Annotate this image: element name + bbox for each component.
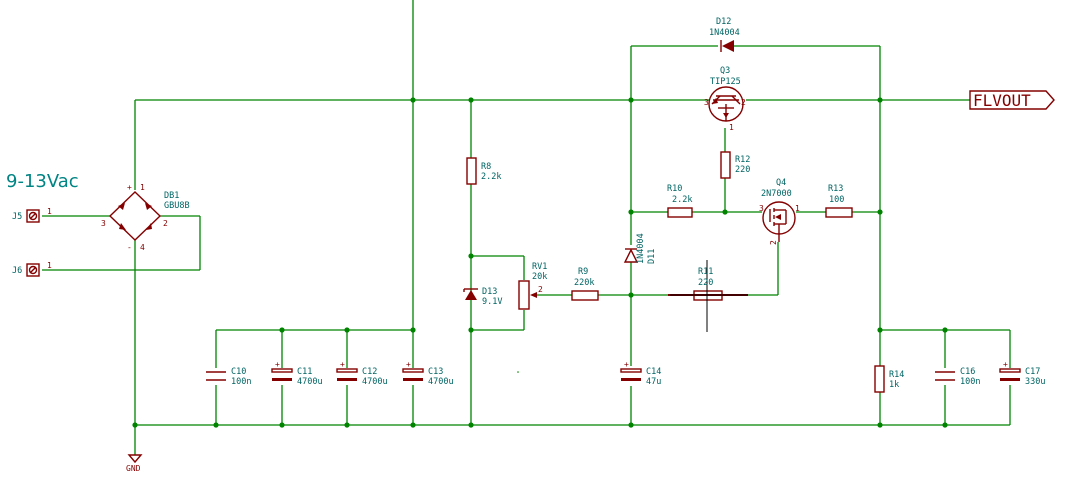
rv1-value: 20k	[532, 272, 547, 282]
db1-pin-3: 3	[101, 219, 106, 228]
r14-ref: R14	[889, 370, 904, 380]
transistor-q3[interactable]: Q3 TIP125 3 2 1	[704, 66, 746, 132]
resistor-r14[interactable]: R14 1k	[874, 365, 904, 393]
capacitor-c14[interactable]: + C14 47u	[620, 360, 661, 387]
c16-ref: C16	[960, 367, 975, 377]
c13-ref: C13	[428, 367, 443, 377]
d12-value: 1N4004	[709, 28, 740, 38]
resistor-r8[interactable]: R8 2.2k	[466, 157, 501, 185]
resistor-r10[interactable]: R10 2.2k	[667, 184, 693, 218]
rv1-pin-wiper: 2	[538, 285, 543, 294]
q4-pin-1: 1	[795, 204, 800, 213]
capacitor-c16[interactable]: C16 100n	[935, 367, 980, 387]
connector-j5[interactable]: J5 1	[12, 207, 52, 223]
rv1-ref: RV1	[532, 262, 547, 272]
mosfet-q4[interactable]: Q4 2N7000 3 1 2	[759, 178, 800, 245]
resistor-r9[interactable]: R9 220k	[571, 267, 599, 301]
c14-ref: C14	[646, 367, 661, 377]
c16-value: 100n	[960, 377, 980, 387]
d13-value: 9.1V	[482, 297, 502, 307]
r8-ref: R8	[481, 162, 491, 172]
db1-pin-4: 4	[140, 243, 145, 252]
db1-pin-1: 1	[140, 183, 145, 192]
c17-ref: C17	[1025, 367, 1040, 377]
bridge-rectifier-db1[interactable]: + 1 3 2 - 4 DB1 GBU8B	[101, 183, 190, 252]
db1-ref: DB1	[164, 191, 179, 201]
c12-ref: C12	[362, 367, 377, 377]
j6-ref: J6	[12, 266, 22, 276]
db1-pin-2: 2	[163, 219, 168, 228]
r11-value: 220	[698, 278, 713, 288]
r10-value: 2.2k	[672, 195, 692, 205]
svg-text:+: +	[406, 360, 411, 369]
j6-pin: 1	[47, 261, 52, 270]
diode-d12[interactable]: D12 1N4004	[709, 17, 740, 52]
resistor-r12[interactable]: R12 220	[720, 151, 750, 179]
wires	[42, 0, 1011, 455]
j5-pin: 1	[47, 207, 52, 216]
svg-text:+: +	[1003, 360, 1008, 369]
capacitor-c11[interactable]: + C11 4700u	[271, 360, 323, 387]
d11-ref: D11	[647, 249, 657, 264]
db1-pin-plus: +	[127, 183, 132, 192]
supply-voltage-title: 9-13Vac	[6, 171, 79, 192]
r9-ref: R9	[578, 267, 588, 277]
zener-diode-d13[interactable]: D13 9.1V	[463, 287, 502, 307]
gnd-label: GND	[126, 464, 141, 473]
q3-value: TIP125	[710, 77, 741, 87]
diode-d11[interactable]: 1N4004 D11	[623, 233, 657, 264]
capacitor-c10[interactable]: C10 100n	[206, 367, 251, 387]
q4-pin-2: 2	[769, 240, 778, 245]
resistor-r13[interactable]: R13 100	[825, 184, 853, 218]
r9-value: 220k	[574, 278, 594, 288]
r8-value: 2.2k	[481, 172, 501, 182]
r12-ref: R12	[735, 155, 750, 165]
d12-ref: D12	[716, 17, 731, 27]
r11-ref: R11	[698, 267, 713, 277]
c14-value: 47u	[646, 377, 661, 387]
junction-dots	[132, 97, 948, 428]
q3-pin-3: 3	[704, 98, 709, 107]
q3-ref: Q3	[720, 66, 730, 76]
q4-ref: Q4	[776, 178, 786, 188]
q4-pin-3: 3	[759, 204, 764, 213]
capacitor-c13[interactable]: + C13 4700u	[402, 360, 454, 387]
r12-value: 220	[735, 165, 750, 175]
j5-ref: J5	[12, 212, 22, 222]
svg-text:+: +	[624, 360, 629, 369]
db1-pin-minus: -	[127, 243, 132, 252]
q3-pin-1: 1	[729, 123, 734, 132]
svg-text:+: +	[275, 360, 280, 369]
stray-mark	[517, 371, 519, 373]
capacitor-c12[interactable]: + C12 4700u	[336, 360, 388, 387]
c11-ref: C11	[297, 367, 312, 377]
svg-text:+: +	[340, 360, 345, 369]
r13-value: 100	[829, 195, 844, 205]
connector-j6[interactable]: J6 1	[12, 261, 52, 277]
q4-value: 2N7000	[761, 189, 792, 199]
r14-value: 1k	[889, 380, 899, 390]
q3-pin-2: 2	[741, 98, 746, 107]
c12-value: 4700u	[362, 377, 388, 387]
d13-ref: D13	[482, 287, 497, 297]
resistor-r11[interactable]: R11 220	[668, 260, 748, 332]
c13-value: 4700u	[428, 377, 454, 387]
output-label-text: FLVOUT	[973, 91, 1031, 110]
ground-symbol: GND	[126, 454, 143, 473]
r10-ref: R10	[667, 184, 682, 194]
r13-ref: R13	[828, 184, 843, 194]
c10-value: 100n	[231, 377, 251, 387]
d11-value: 1N4004	[636, 233, 646, 264]
db1-value: GBU8B	[164, 201, 190, 211]
c17-value: 330u	[1025, 377, 1045, 387]
c11-value: 4700u	[297, 377, 323, 387]
output-net-label[interactable]: FLVOUT	[969, 90, 1055, 110]
capacitor-c17[interactable]: + C17 330u	[999, 360, 1045, 387]
potentiometer-rv1[interactable]: RV1 20k 2	[518, 262, 547, 310]
c10-ref: C10	[231, 367, 246, 377]
